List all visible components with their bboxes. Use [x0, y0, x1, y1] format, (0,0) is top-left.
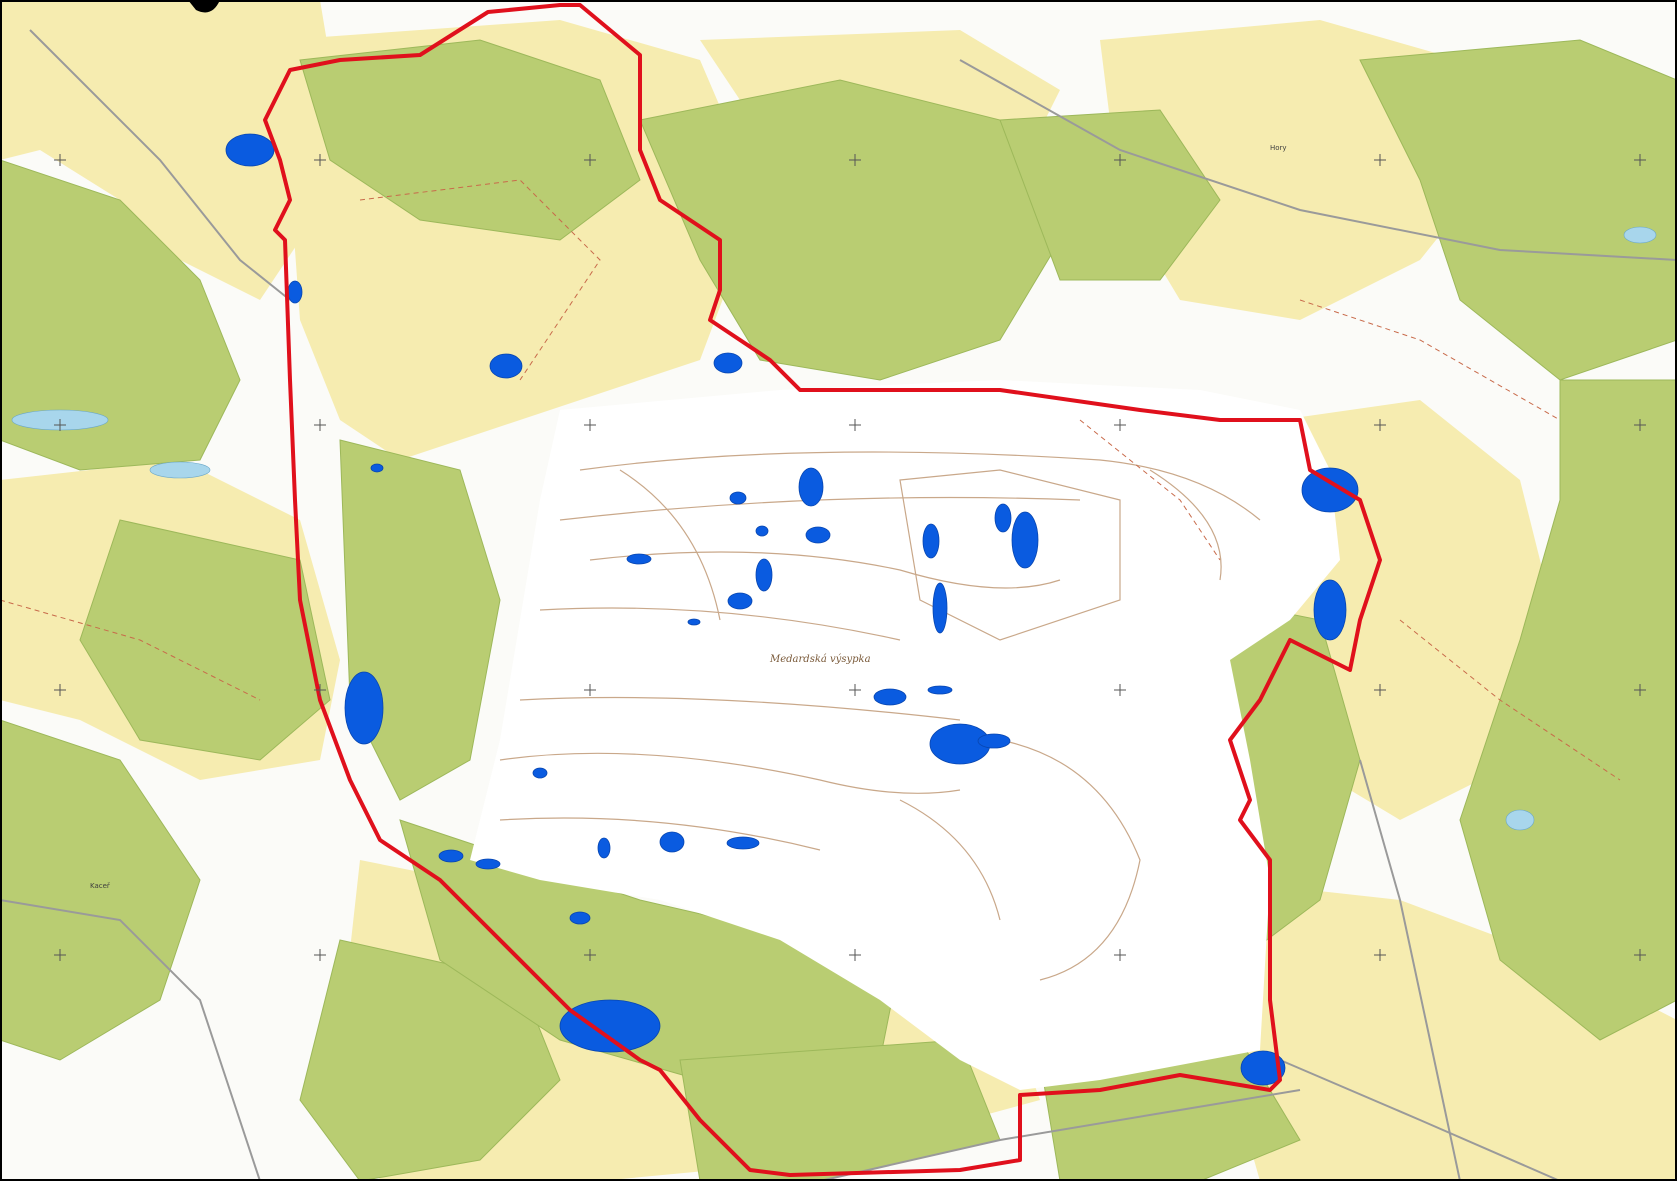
grid-cross	[314, 154, 326, 166]
contour-line	[619, 469, 721, 621]
water-body	[687, 618, 701, 626]
contour-line	[539, 607, 901, 641]
grid-cross	[849, 419, 861, 431]
corner-mark	[188, 0, 220, 13]
water-body	[798, 467, 824, 507]
grid-cross	[849, 949, 861, 961]
water-body	[659, 831, 685, 853]
village-label-nw: Kaceř	[90, 882, 110, 890]
grid-cross	[1374, 154, 1386, 166]
grid-cross	[1114, 154, 1126, 166]
grid-cross	[54, 949, 66, 961]
water-body	[1240, 1050, 1286, 1086]
water-body	[569, 911, 591, 925]
contour-line	[589, 551, 1061, 589]
road-layer	[0, 29, 1677, 1181]
grid-cross	[584, 154, 596, 166]
grid-cross	[314, 419, 326, 431]
water-body	[344, 671, 384, 745]
grid-cross	[849, 154, 861, 166]
water-body	[977, 733, 1011, 749]
water-body	[994, 503, 1012, 533]
water-body	[489, 353, 523, 379]
water-body	[755, 525, 769, 537]
grid-cross	[54, 154, 66, 166]
grid-cross	[1114, 419, 1126, 431]
mine-name-label: Medardská výsypka	[769, 654, 871, 665]
water-body	[559, 999, 661, 1053]
water-body	[729, 491, 747, 505]
water-body	[1011, 511, 1039, 569]
grid-crosses	[54, 154, 1646, 961]
grid-cross	[54, 419, 66, 431]
contour-line	[899, 469, 1121, 641]
grid-cross	[584, 684, 596, 696]
area-boundary	[263, 3, 1382, 1177]
grid-cross	[584, 949, 596, 961]
water-body	[922, 523, 940, 559]
water-body	[1313, 579, 1347, 641]
contour-line	[579, 451, 1261, 521]
water-body	[475, 858, 501, 870]
contour-line	[519, 696, 961, 721]
grid-cross	[1114, 949, 1126, 961]
grid-cross	[584, 419, 596, 431]
contour-line	[999, 739, 1141, 981]
contour-line	[1149, 469, 1222, 581]
village-label-ne: Hory	[1270, 144, 1287, 152]
grid-cross	[314, 949, 326, 961]
water-body	[225, 133, 275, 167]
grid-cross	[1634, 684, 1646, 696]
water-body	[626, 553, 652, 565]
water-body	[597, 837, 611, 859]
water-body	[873, 688, 907, 706]
contour-line	[499, 817, 821, 851]
grid-cross	[314, 684, 326, 696]
water-body	[727, 592, 753, 610]
water-body	[438, 849, 464, 863]
contour-line	[899, 799, 1001, 921]
water-body	[932, 582, 948, 634]
grid-cross	[1634, 419, 1646, 431]
water-body	[755, 558, 773, 592]
grid-cross	[1114, 684, 1126, 696]
water-body	[532, 767, 548, 779]
water-body	[370, 463, 384, 473]
water-bodies	[225, 133, 1359, 1086]
water-body	[726, 836, 760, 850]
water-body	[713, 352, 743, 374]
water-body	[287, 280, 303, 304]
grid-cross	[1374, 684, 1386, 696]
grid-cross	[1374, 419, 1386, 431]
grid-cross	[1374, 949, 1386, 961]
trail-layer	[0, 179, 1621, 781]
grid-cross	[1634, 949, 1646, 961]
forest-layer	[0, 39, 1677, 1181]
water-body	[927, 685, 953, 695]
water-body	[805, 526, 831, 544]
contour-line	[499, 752, 961, 794]
water-body	[1301, 467, 1359, 513]
grid-cross	[849, 684, 861, 696]
grid-cross	[54, 684, 66, 696]
grid-cross	[1634, 154, 1646, 166]
